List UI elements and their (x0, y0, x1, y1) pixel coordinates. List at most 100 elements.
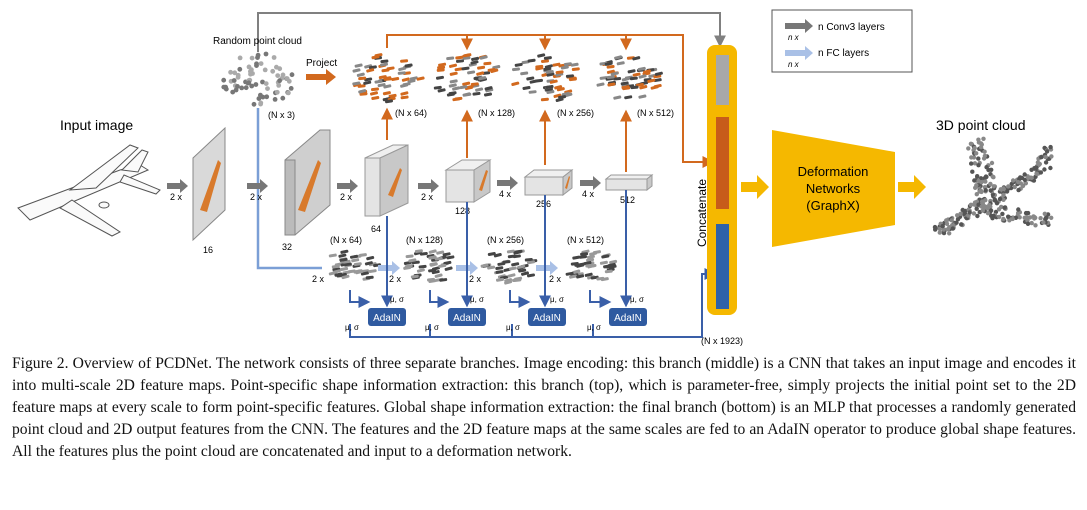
point-feature (364, 64, 373, 69)
point-feature (434, 273, 443, 278)
point-feature (398, 66, 407, 72)
point-feature (616, 61, 625, 66)
point-feature (522, 86, 531, 90)
point-feature (630, 85, 639, 90)
point (1044, 149, 1050, 154)
point (272, 97, 278, 102)
fc-mult: 2 x (469, 274, 482, 284)
point (972, 145, 977, 151)
point-feature (408, 258, 417, 263)
point-feature (554, 85, 563, 90)
point-feature (402, 82, 411, 87)
mlp-point-clouds (328, 249, 618, 285)
point (944, 218, 949, 223)
point (947, 231, 952, 236)
point (954, 220, 959, 225)
point (978, 145, 984, 150)
feature-label: (N x 128) (478, 108, 515, 118)
point (258, 92, 263, 98)
concat-to-deformation-arrow (741, 175, 769, 199)
point-feature (572, 255, 581, 260)
point-feature (622, 86, 631, 91)
point (1038, 216, 1043, 221)
point (988, 181, 993, 187)
point-feature (477, 65, 486, 70)
point-feature (527, 58, 536, 63)
point-feature (549, 79, 558, 84)
point (990, 192, 996, 197)
point-feature (596, 82, 605, 87)
point-feature (438, 263, 447, 268)
point (983, 188, 988, 193)
n1923-label: (N x 1923) (701, 336, 743, 346)
point-feature (584, 272, 593, 277)
point (998, 187, 1003, 192)
point (997, 214, 1002, 220)
point-feature (475, 87, 484, 92)
point-feature (613, 95, 622, 100)
point-feature (340, 249, 349, 254)
point (1026, 175, 1031, 181)
point (280, 72, 286, 78)
point (1018, 175, 1023, 180)
cnn-mult: 2 x (170, 192, 183, 202)
point-feature (620, 81, 629, 86)
point-feature (444, 266, 453, 271)
output-label: 3D point cloud (936, 117, 1026, 133)
deformation-line-3: (GraphX) (806, 198, 859, 213)
point-feature (341, 274, 350, 280)
deformation-line-1: Deformation (798, 164, 869, 179)
point (280, 95, 286, 101)
point-feature (448, 83, 457, 88)
point (286, 90, 291, 96)
point-feature (436, 250, 445, 255)
point-feature (643, 69, 651, 74)
point (1033, 215, 1038, 220)
point-feature (459, 85, 468, 90)
point-feature (371, 55, 380, 60)
fc-multipliers: 2 x 2 x 2 x 2 x (312, 274, 562, 284)
point (263, 51, 269, 57)
point-feature (379, 62, 389, 67)
point-feature (650, 85, 659, 90)
point (945, 227, 951, 232)
point (967, 210, 972, 215)
feature-label: (N x 512) (567, 235, 604, 245)
point (986, 167, 991, 173)
point-feature (638, 94, 647, 99)
legend-conv-label: n Conv3 layers (818, 22, 885, 33)
conv-arrow-icon (785, 19, 813, 33)
point-feature (607, 82, 616, 87)
fc-mult: 2 x (389, 274, 402, 284)
point (1016, 187, 1021, 193)
point-feature (511, 67, 521, 72)
cnn-size: 16 (203, 245, 213, 255)
point-feature (627, 69, 636, 74)
point (1012, 184, 1017, 190)
point-feature (568, 77, 577, 82)
point (1043, 154, 1048, 160)
adain-label: AdaIN (453, 313, 481, 324)
point (972, 161, 978, 166)
mu-sigma: μ, σ (550, 295, 564, 304)
point (235, 84, 240, 89)
point (1015, 210, 1021, 216)
point-feature (351, 258, 360, 263)
fc-mult: 2 x (549, 274, 562, 284)
point-feature (553, 93, 562, 98)
point (243, 85, 249, 91)
point (231, 78, 237, 83)
point (940, 223, 945, 229)
point-feature (526, 76, 535, 81)
cnn-to-adain-arrows (381, 190, 632, 308)
pointcloud-skip-arrow (257, 12, 726, 52)
feature-label: (N x 64) (330, 235, 362, 245)
point (955, 213, 960, 218)
point-feature (632, 72, 641, 77)
point (937, 230, 942, 235)
feature-label: (N x 256) (557, 108, 594, 118)
point-feature (455, 55, 464, 60)
point-feature (534, 78, 544, 83)
point (981, 205, 986, 211)
point-feature (462, 81, 471, 86)
